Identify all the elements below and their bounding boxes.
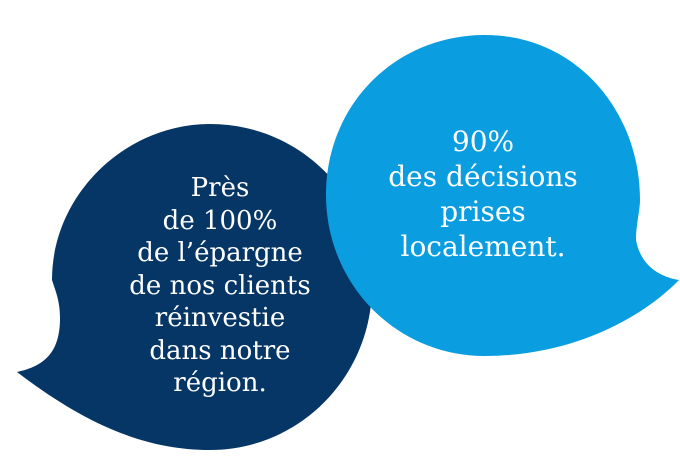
light-bubble-line: 90% [451,125,515,158]
dark-bubble-line: dans notre [149,335,291,366]
dark-bubble-line: région. [173,368,267,398]
light-bubble-line: localement. [400,230,566,263]
dark-speech-bubble [17,124,372,450]
dark-bubble-text: Près de 100% de l’épargne de nos clients… [60,172,380,400]
dark-bubble-line: réinvestie [154,303,286,333]
dark-bubble-line: de nos clients [129,270,311,301]
light-speech-bubble [326,35,679,356]
light-bubble-line: prises [440,195,526,228]
dark-bubble-line: Près [190,173,250,203]
dark-bubble-line: de l’épargne [137,238,303,268]
dark-bubble-line: de 100% [162,205,278,236]
light-bubble-text: 90% des décisions prises localement. [323,124,643,264]
light-bubble-line: des décisions [388,160,578,193]
